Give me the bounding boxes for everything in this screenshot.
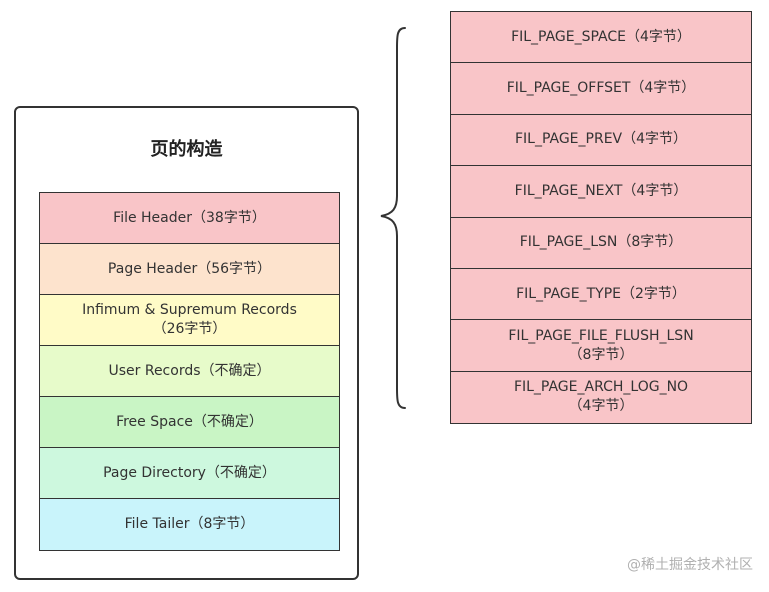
field-fil-page-arch-log-no: FIL_PAGE_ARCH_LOG_NO （4字节） xyxy=(451,371,751,424)
field-fil-page-offset: FIL_PAGE_OFFSET（4字节） xyxy=(451,63,751,115)
field-fil-page-prev: FIL_PAGE_PREV（4字节） xyxy=(451,114,751,167)
row-file-tailer-label: File Tailer（8字节） xyxy=(124,516,255,532)
field-fil-page-space: FIL_PAGE_SPACE（4字节） xyxy=(451,12,751,64)
page-structure-title: 页的构造 xyxy=(150,139,223,160)
row-infimum-supremum-label: Infimum & Supremum Records （26字节） xyxy=(82,302,297,337)
row-file-tailer: File Tailer（8字节） xyxy=(40,499,339,550)
file-header-detail-stack: FIL_PAGE_SPACE（4字节） FIL_PAGE_OFFSET（4字节）… xyxy=(450,11,752,425)
row-page-directory-label: Page Directory（不确定） xyxy=(103,464,276,481)
row-user-records-label: User Records（不确定） xyxy=(108,362,271,379)
row-infimum-supremum: Infimum & Supremum Records （26字节） xyxy=(40,295,339,346)
row-page-header-label: Page Header（56字节） xyxy=(107,260,272,277)
row-user-records: User Records（不确定） xyxy=(40,346,339,397)
field-fil-page-type-label: FIL_PAGE_TYPE（2字节） xyxy=(516,285,686,302)
field-fil-page-arch-log-no-label: FIL_PAGE_ARCH_LOG_NO （4字节） xyxy=(513,379,689,415)
row-file-header-label: File Header（38字节） xyxy=(113,209,266,226)
curly-brace-connector xyxy=(380,27,406,409)
page-layout-stack: File Header（38字节） Page Header（56字节） Infi… xyxy=(39,192,340,551)
row-free-space: Free Space（不确定） xyxy=(40,397,339,448)
field-fil-page-lsn-label: FIL_PAGE_LSN（8字节） xyxy=(519,234,683,251)
page-structure-box: 页的构造 File Header（38字节） Page Header（56字节）… xyxy=(14,106,359,580)
field-fil-page-next-label: FIL_PAGE_NEXT（4字节） xyxy=(514,182,688,199)
field-fil-page-lsn: FIL_PAGE_LSN（8字节） xyxy=(451,217,751,269)
field-fil-page-next: FIL_PAGE_NEXT（4字节） xyxy=(451,166,751,218)
field-fil-page-offset-label: FIL_PAGE_OFFSET（4字节） xyxy=(506,80,696,97)
row-file-header: File Header（38字节） xyxy=(40,193,339,244)
field-fil-page-type: FIL_PAGE_TYPE（2字节） xyxy=(451,268,751,321)
row-page-directory: Page Directory（不确定） xyxy=(40,448,339,499)
field-fil-page-file-flush-lsn: FIL_PAGE_FILE_FLUSH_LSN （8字节） xyxy=(451,320,751,372)
field-fil-page-prev-label: FIL_PAGE_PREV（4字节） xyxy=(514,131,688,148)
row-page-header: Page Header（56字节） xyxy=(40,244,339,295)
row-free-space-label: Free Space（不确定） xyxy=(116,413,263,430)
watermark: @稀土掘金技术社区 xyxy=(627,557,753,573)
field-fil-page-file-flush-lsn-label: FIL_PAGE_FILE_FLUSH_LSN （8字节） xyxy=(508,327,694,363)
field-fil-page-space-label: FIL_PAGE_SPACE（4字节） xyxy=(511,28,691,45)
